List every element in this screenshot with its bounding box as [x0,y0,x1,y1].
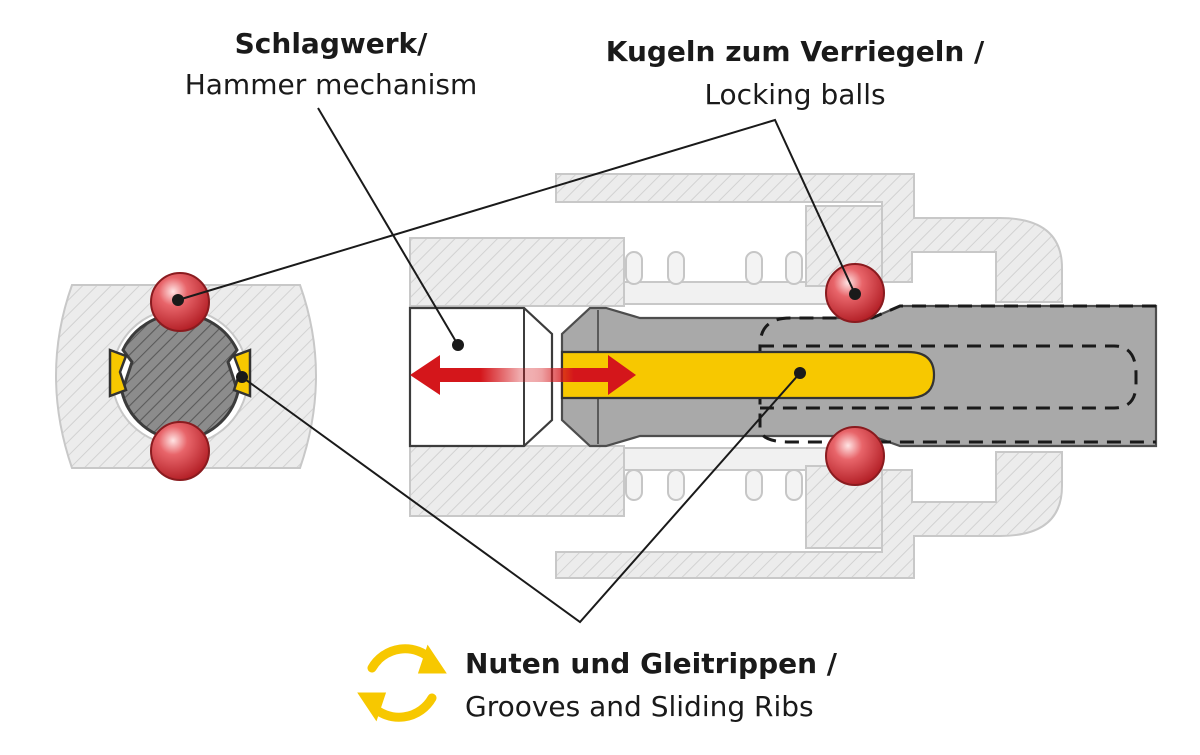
leader-dots [172,288,861,383]
cross-section-view [55,272,317,481]
label-balls-en: Locking balls [704,78,885,111]
label-grooves-en: Grooves and Sliding Ribs [465,690,814,723]
locking-ball-bottom [825,426,885,486]
hammer-body-top [409,237,625,307]
sliding-rib-left [108,348,128,398]
groove-channel [560,350,936,400]
leader-hammer [317,107,459,346]
leader-dot-ball-cross [172,294,184,306]
leader-dot-ball-long [849,288,861,300]
hammer-body-bottom [409,445,625,517]
label-hammer-en: Hammer mechanism [185,68,478,101]
leader-dot-rib [236,371,248,383]
outer-sleeve-top [555,173,1063,303]
leader-dot-hammer [452,339,464,351]
leader-dot-groove [794,367,806,379]
double-arrow-icon [410,355,636,395]
outer-sleeve-bottom [555,451,1063,579]
rotation-cycle-icon [357,644,447,722]
leader-balls [177,118,856,301]
label-grooves-de: Nuten und Gleitrippen / [465,647,838,680]
label-hammer-de: Schlagwerk/ [235,27,429,60]
leader-grooves [241,372,801,624]
spring-bottom [625,469,803,501]
locking-ball-cross-bottom [150,421,210,481]
label-balls-de: Kugeln zum Verriegeln / [606,35,985,68]
spring-top [625,251,803,285]
leader-lines [177,107,856,624]
insertion-inner-outline [760,344,1138,410]
